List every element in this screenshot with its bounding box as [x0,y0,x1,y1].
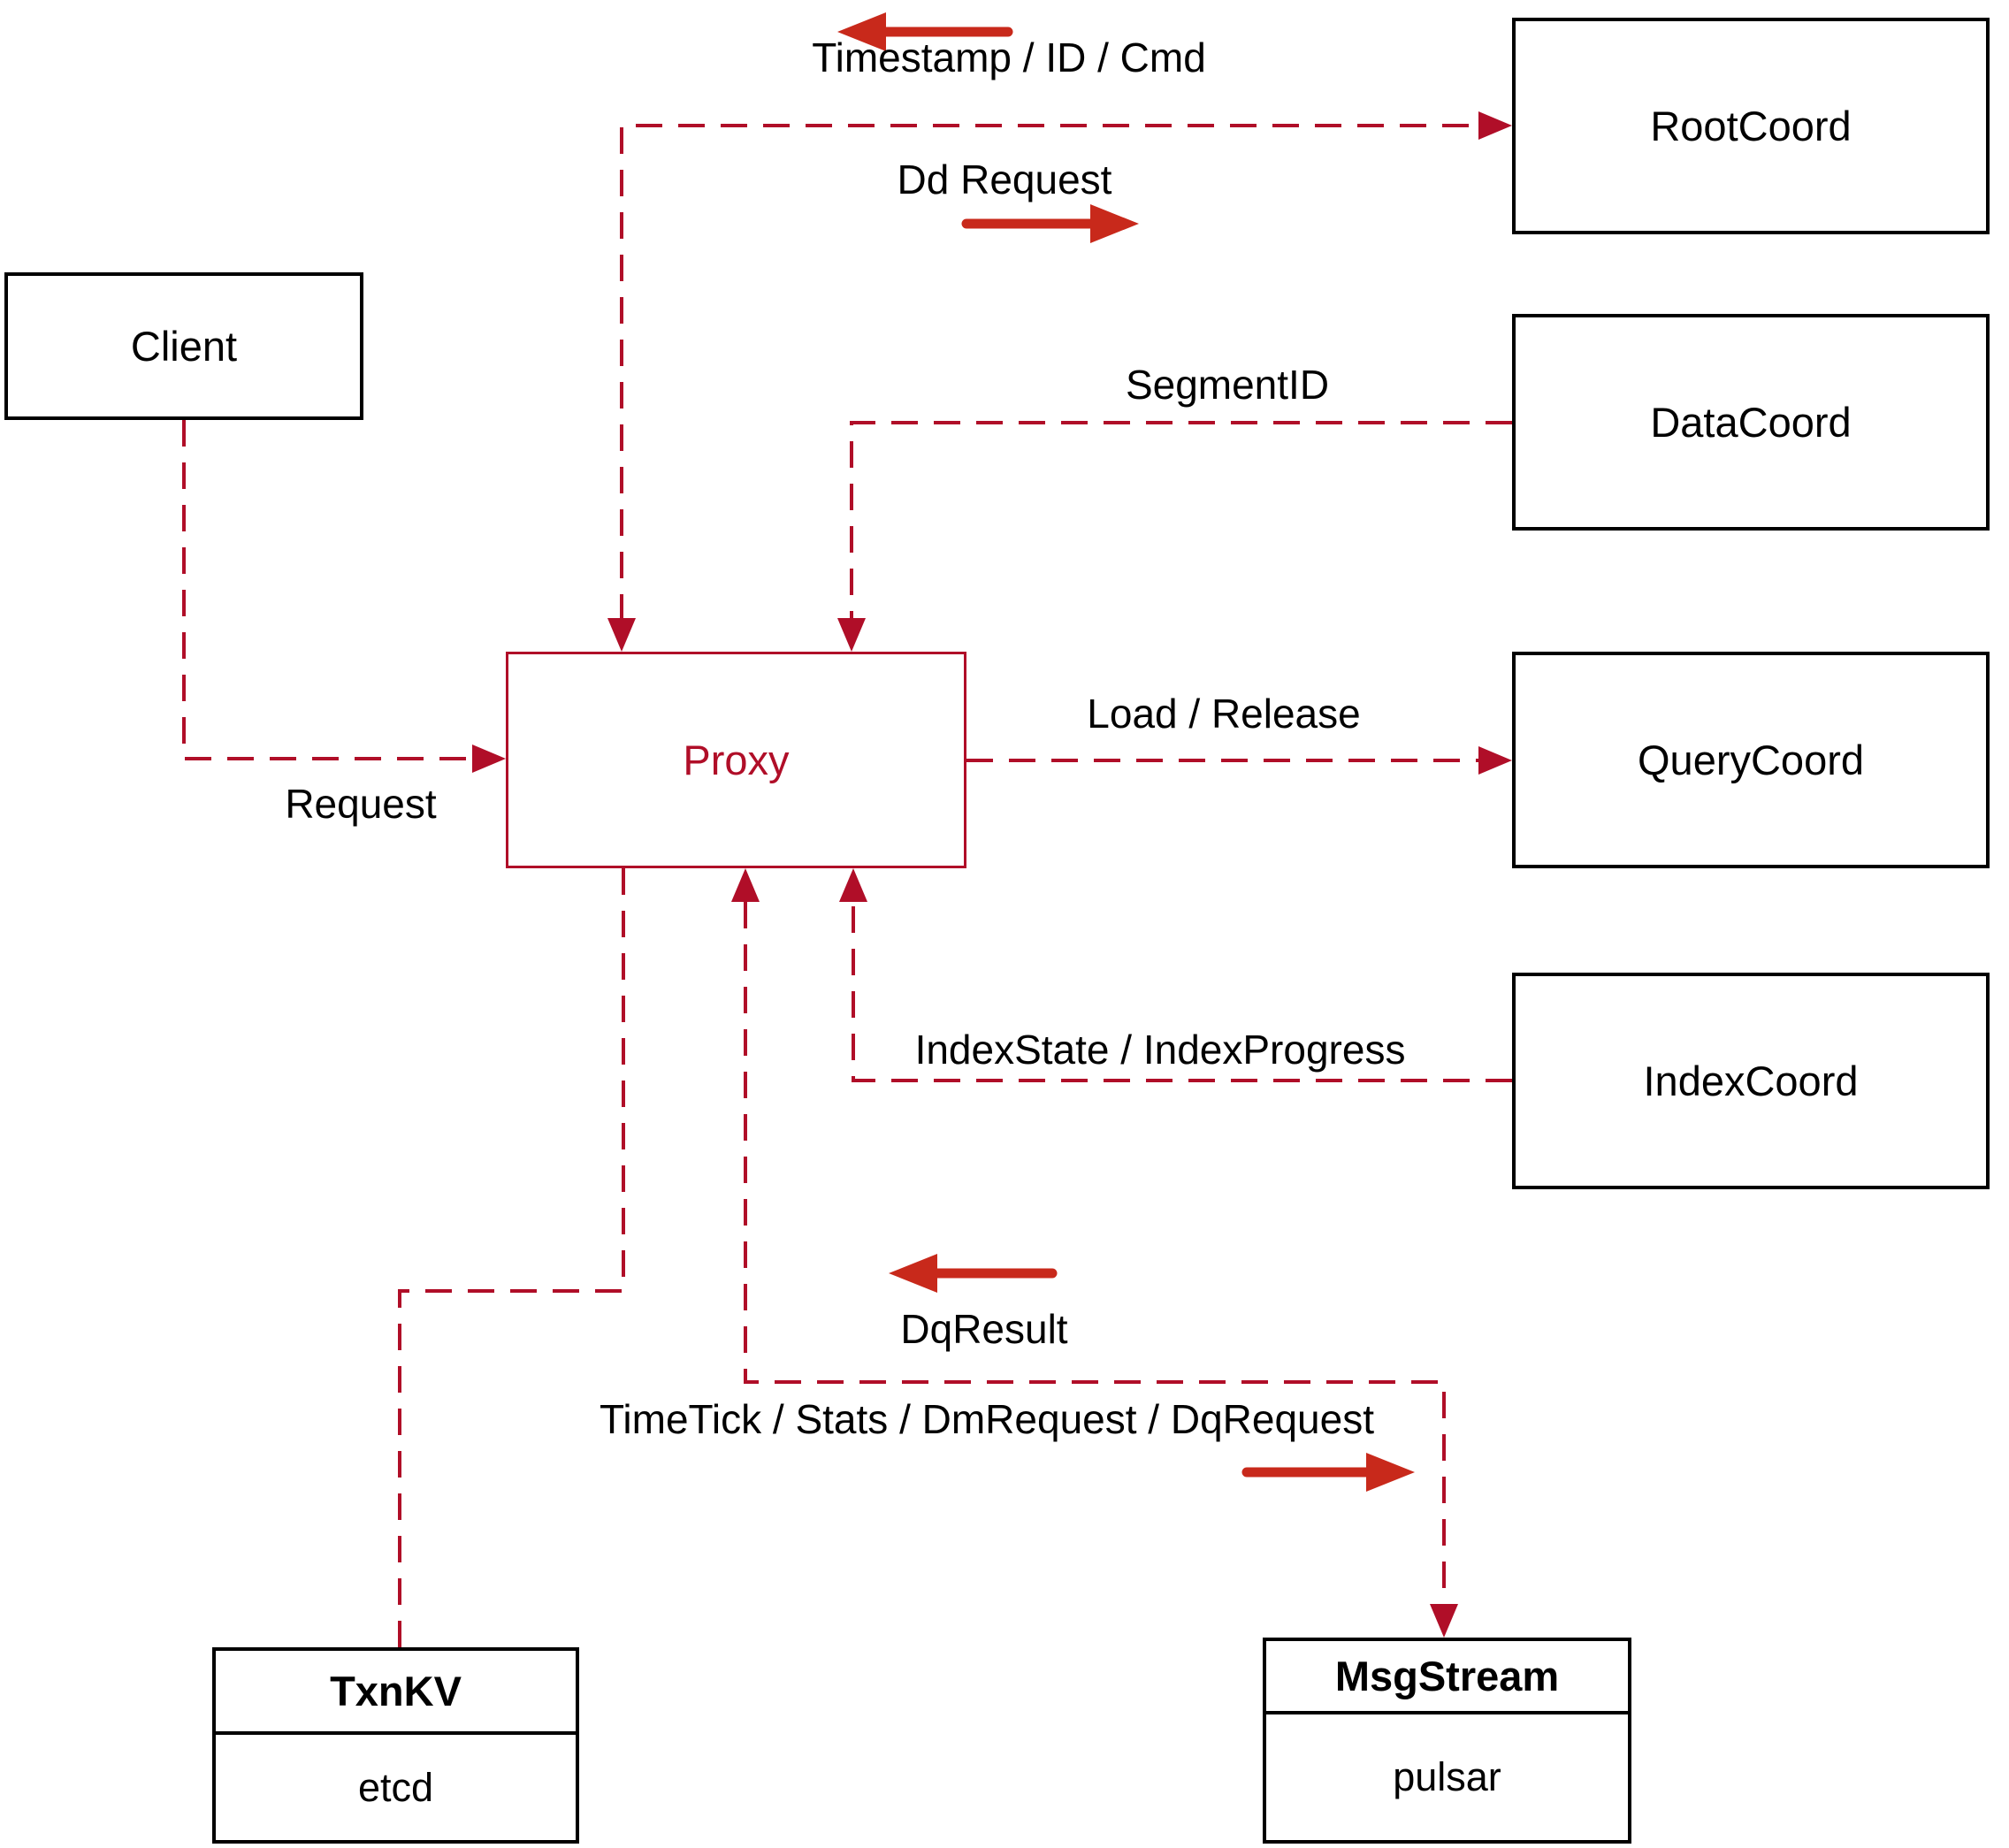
arrowhead-into-proxy-from-indexcoord [839,868,867,902]
arrowhead-into-rootcoord [1478,111,1512,140]
arrowhead-into-querycoord [1478,746,1512,775]
node-client: Client [4,272,363,420]
node-txnkv-title: TxnKV [216,1651,576,1735]
node-msgstream-subtitle: pulsar [1393,1754,1501,1799]
arrow-msgstream-to-proxy-icon [889,1254,1058,1293]
node-querycoord: QueryCoord [1512,652,1990,868]
node-rootcoord: RootCoord [1512,18,1990,234]
arrowhead-into-proxy-from-msgstream [731,868,760,902]
arrow-proxy-to-msgstream-icon [1241,1453,1415,1492]
arrowhead-into-proxy-from-datacoord [837,618,866,652]
node-client-label: Client [130,323,238,370]
edge-label-load-release: Load / Release [1087,691,1361,737]
arrowhead-into-msgstream [1430,1604,1458,1638]
connector-client-proxy [182,420,472,760]
edge-label-timetick: TimeTick / Stats / DmRequest / DqRequest [600,1396,1374,1442]
node-msgstream: MsgStream pulsar [1263,1638,1631,1844]
node-querycoord-label: QueryCoord [1638,737,1864,783]
edge-label-dq-result: DqResult [900,1306,1068,1352]
node-msgstream-title: MsgStream [1266,1641,1628,1714]
node-proxy: Proxy [506,652,966,868]
arrowhead-into-proxy-from-rootcoord [607,618,636,652]
connector-proxy-msgstream [744,902,1446,1604]
connector-datacoord-proxy [850,421,1512,619]
node-datacoord-label: DataCoord [1650,399,1852,446]
arrow-rootcoord-to-proxy-icon [837,12,1013,51]
arrow-proxy-to-rootcoord-icon [961,204,1139,243]
node-txnkv-subtitle: etcd [357,1764,434,1810]
connector-proxy-rootcoord [620,124,1478,621]
connector-proxy-txnkv [398,868,625,1647]
node-indexcoord-label: IndexCoord [1643,1058,1859,1104]
connector-indexcoord-proxy [852,902,1512,1082]
node-proxy-label: Proxy [683,737,790,783]
node-rootcoord-label: RootCoord [1650,103,1852,149]
edge-label-segment-id: SegmentID [1125,362,1330,408]
node-datacoord: DataCoord [1512,314,1990,531]
edge-label-dd-request: Dd Request [897,157,1112,202]
node-indexcoord: IndexCoord [1512,973,1990,1189]
edge-label-index-state: IndexState / IndexProgress [914,1027,1406,1073]
edge-label-timestamp-id-cmd: Timestamp / ID / Cmd [812,34,1206,80]
node-txnkv: TxnKV etcd [212,1647,579,1844]
edge-label-request: Request [285,781,437,827]
arrowhead-into-proxy-from-client [472,745,506,773]
